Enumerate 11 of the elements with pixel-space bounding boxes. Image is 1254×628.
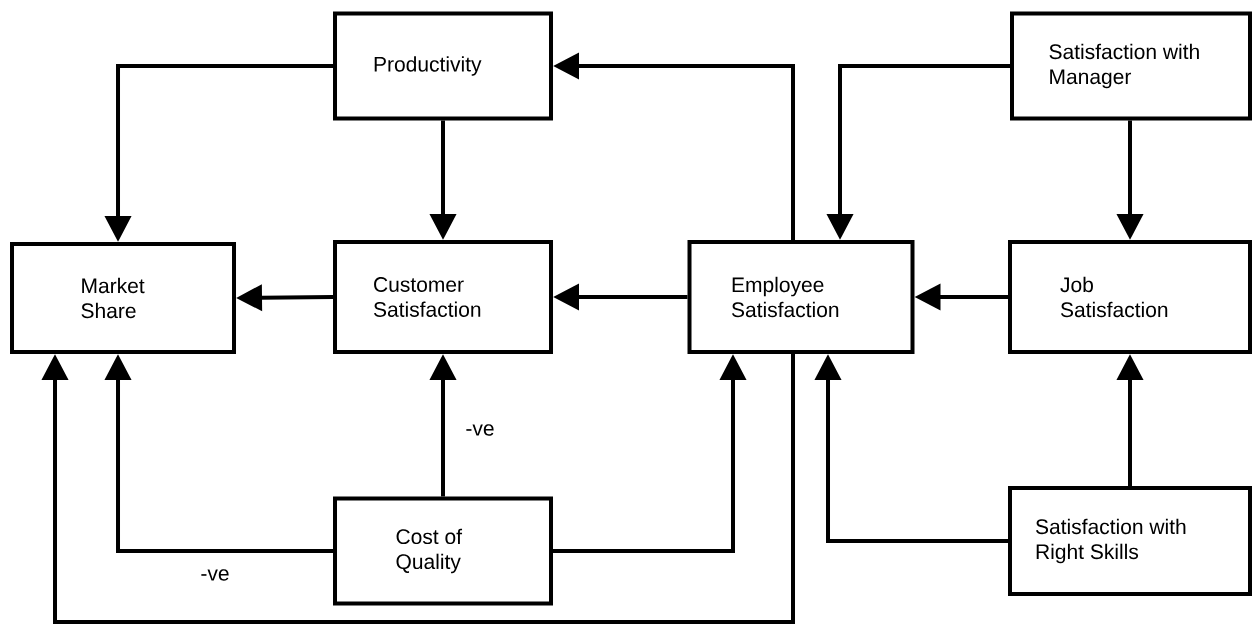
box: Productivity bbox=[333, 11, 553, 121]
arrow bbox=[41, 354, 795, 624]
box: Satisfaction with Manager bbox=[1010, 11, 1252, 121]
box: Customer Satisfaction bbox=[333, 240, 553, 354]
box: Job Satisfaction bbox=[1008, 240, 1252, 354]
edge-label: -ve bbox=[463, 422, 497, 438]
box: Satisfaction with Right Skills bbox=[1008, 486, 1252, 596]
box: Market Share bbox=[10, 242, 236, 354]
edge-label: -ve bbox=[198, 567, 232, 583]
box: Employee Satisfaction bbox=[687, 240, 915, 354]
box: Cost of Quality bbox=[333, 496, 553, 606]
